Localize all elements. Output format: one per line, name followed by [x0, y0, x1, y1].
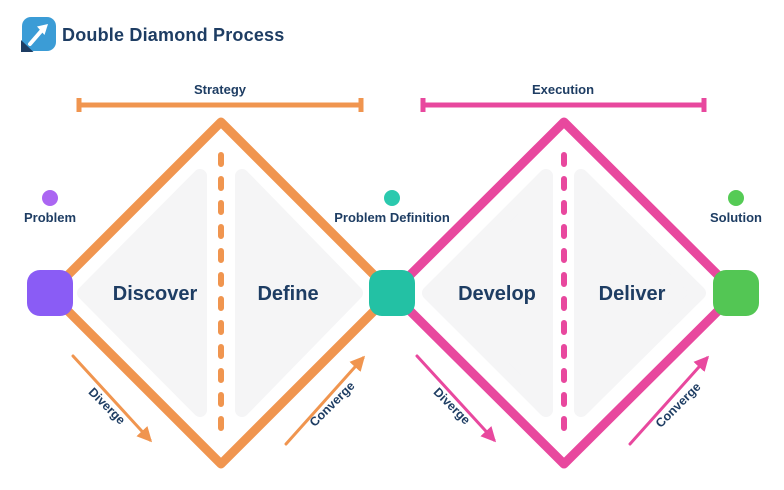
execution-phase-label: Execution [532, 82, 594, 97]
converge-arrow-right [628, 355, 710, 446]
converge-label-left: Converge [307, 379, 358, 430]
execution-bracket [420, 98, 707, 112]
diverge-arrow-right [415, 354, 497, 443]
solution-node [713, 270, 759, 316]
page-title: Double Diamond Process [62, 25, 284, 45]
problem-dot [42, 190, 58, 206]
solution-dot [728, 190, 744, 206]
solution-label: Solution [710, 210, 762, 225]
strategy-phase-label: Strategy [194, 82, 247, 97]
diverge-label-right: Diverge [431, 385, 473, 427]
deliver-triangle [574, 169, 706, 417]
problem-label: Problem [24, 210, 76, 225]
problem-definition-label: Problem Definition [334, 210, 450, 225]
problem-definition-node [369, 270, 415, 316]
problem-node [27, 270, 73, 316]
discover-triangle [77, 169, 207, 417]
stage-label-define: Define [257, 283, 318, 305]
growth-arrow-icon [28, 24, 48, 46]
converge-label-right: Converge [653, 380, 704, 431]
app-logo [21, 17, 56, 52]
stage-label-deliver: Deliver [599, 283, 666, 305]
converge-arrow-left [284, 355, 366, 446]
problem-definition-dot [384, 190, 400, 206]
stage-label-discover: Discover [113, 283, 198, 305]
define-triangle [235, 169, 363, 417]
strategy-bracket [76, 98, 364, 112]
develop-triangle [422, 169, 553, 417]
logo-corner-wedge [21, 40, 34, 52]
stage-label-develop: Develop [458, 283, 536, 305]
diverge-arrow-left [71, 354, 153, 443]
